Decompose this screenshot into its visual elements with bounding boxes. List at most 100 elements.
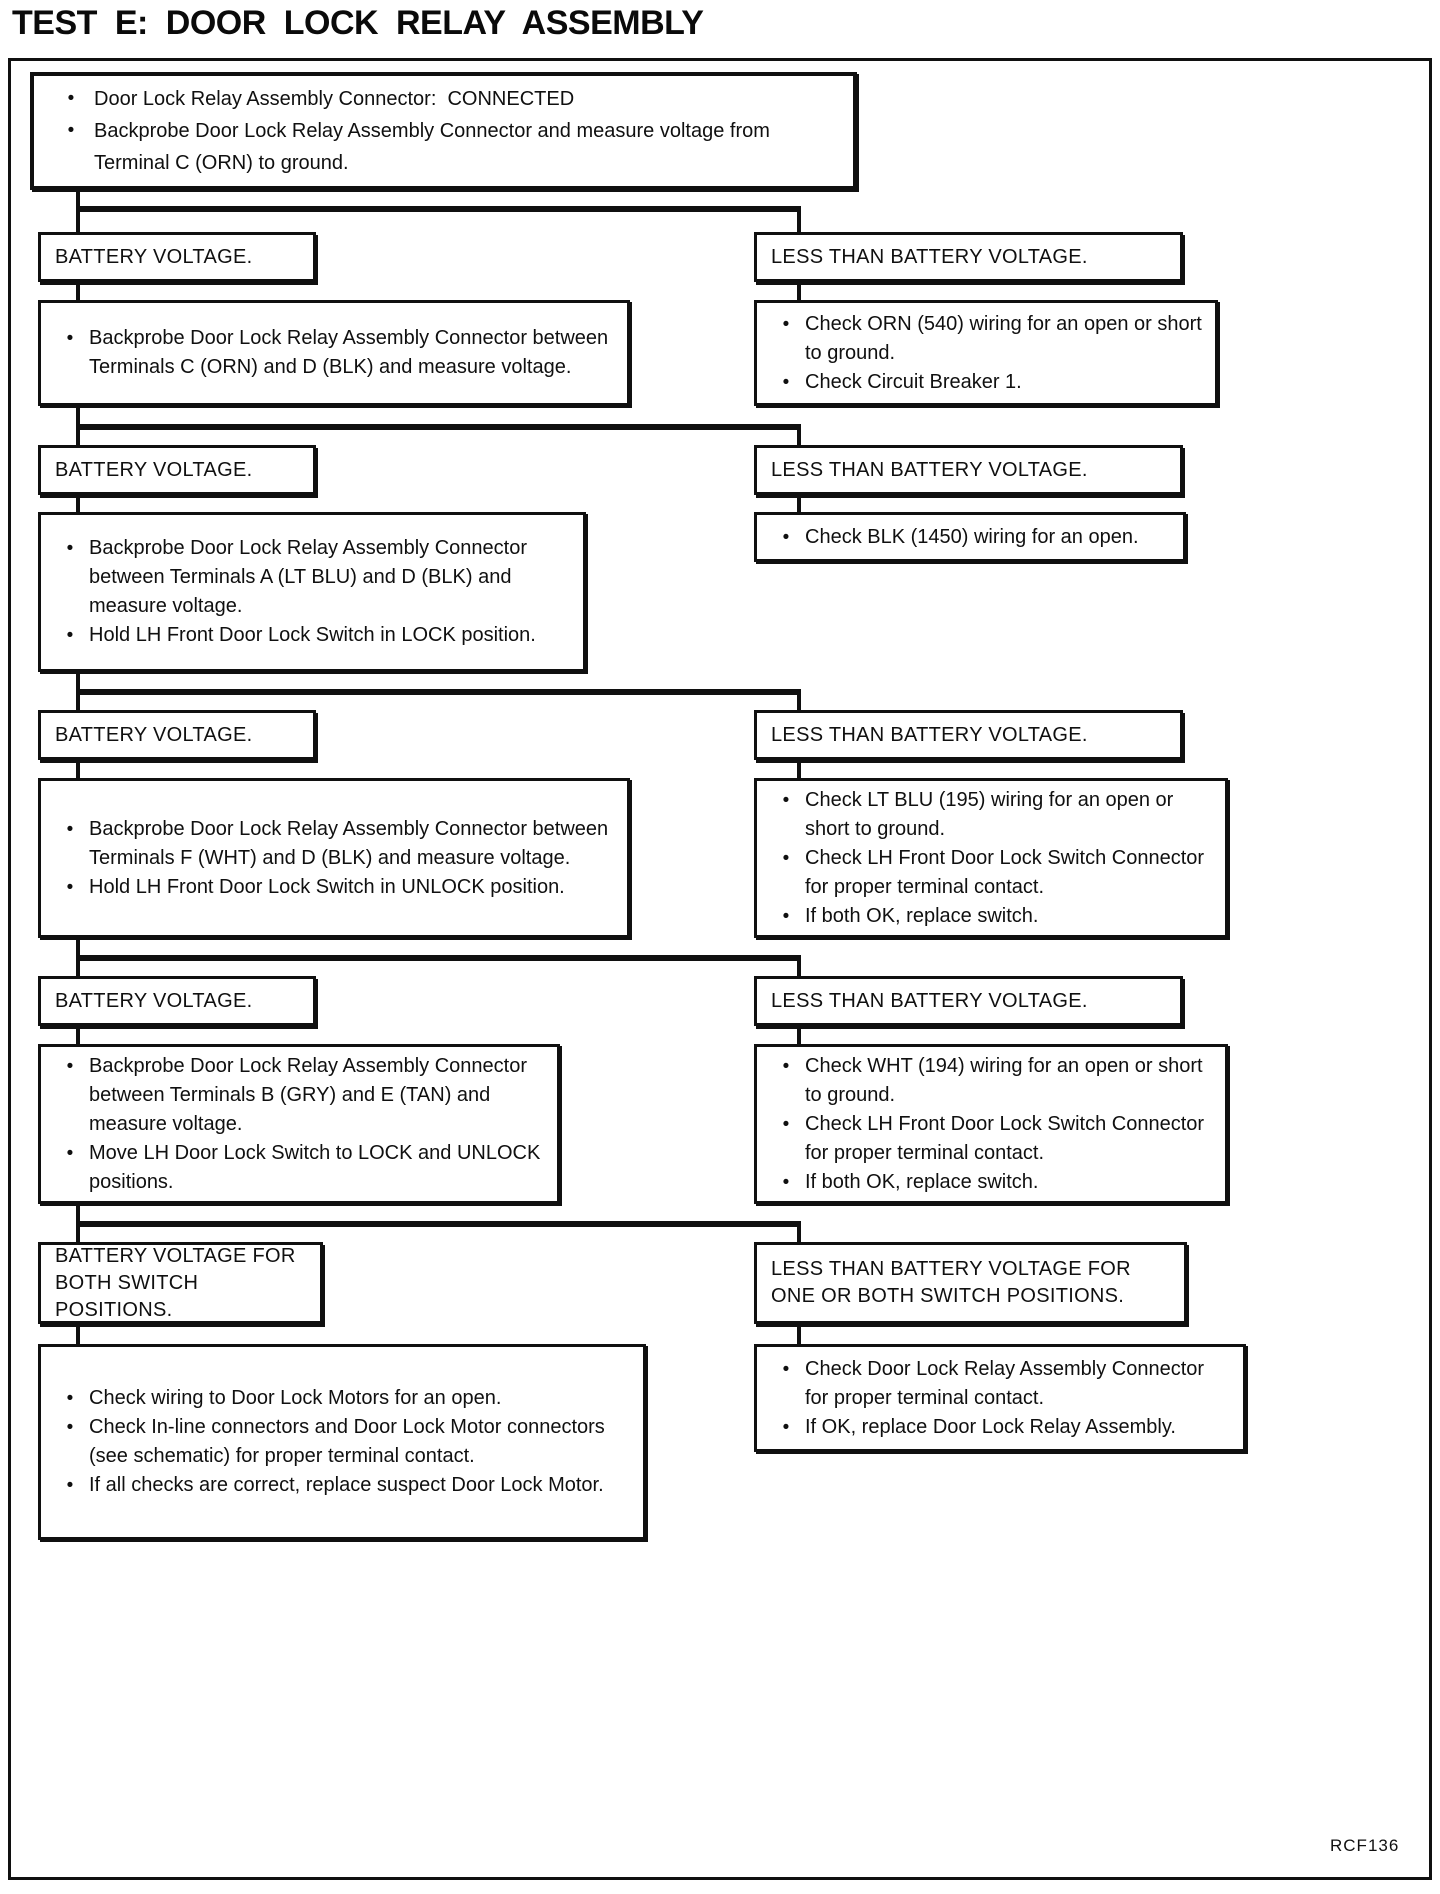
bullet-text: Check LT BLU (195) wiring for an open or… [805, 788, 1179, 840]
bullet-item: • Backprobe Door Lock Relay Assembly Conn… [51, 324, 615, 382]
bullet-item: •Check BLK (1450) wiring for an open. [767, 523, 1171, 552]
connector-line [76, 758, 80, 780]
action-bullets: • Backprobe Door Lock Relay Assembly Conn… [51, 534, 571, 650]
connector-line [797, 1024, 801, 1046]
bullet-text: Backprobe Door Lock Relay Assembly Conne… [89, 817, 614, 869]
bullet-text: Backprobe Door Lock Relay Assembly Conne… [89, 327, 614, 378]
bullet-icon: • [782, 1055, 790, 1077]
action-bullets: • Backprobe Door Lock Relay Assembly Conn… [51, 1052, 545, 1197]
bullet-text: Check ORN (540) wiring for an open or sh… [805, 312, 1208, 364]
bullet-item: • Backprobe Door Lock Relay Assembly Conn… [51, 534, 571, 621]
connector-line [76, 1221, 801, 1227]
bullet-icon: • [66, 1417, 74, 1438]
connector-line [797, 280, 801, 302]
result-label: LESS THAN BATTERY VOLTAGE FOR ONE OR BOT… [771, 1258, 1131, 1307]
bullet-text: Check Door Lock Relay Assembly Connector… [805, 1357, 1210, 1409]
result-box-battery-voltage-1: BATTERY VOLTAGE. [38, 232, 316, 282]
bullet-icon: • [782, 789, 790, 811]
connector-line [76, 280, 80, 302]
connector-line [797, 1322, 801, 1346]
result-box-less-than-battery-voltage-both-positions: LESS THAN BATTERY VOLTAGE FOR ONE OR BOT… [754, 1242, 1187, 1324]
connector-line [797, 1221, 801, 1244]
bullet-icon: • [67, 120, 75, 141]
bullet-text: Backprobe Door Lock Relay Assembly Conne… [94, 120, 776, 174]
bullet-icon: • [66, 538, 74, 559]
result-box-less-than-battery-voltage-3: LESS THAN BATTERY VOLTAGE. [754, 710, 1183, 760]
connector-line [76, 206, 801, 212]
bullet-text: Move LH Door Lock Switch to LOCK and UNL… [89, 1141, 546, 1193]
result-box-battery-voltage-2: BATTERY VOLTAGE. [38, 445, 316, 495]
connector-line [797, 206, 801, 234]
connector-line [797, 493, 801, 514]
bullet-icon: • [66, 328, 74, 349]
bullet-icon: • [66, 1388, 74, 1409]
result-label: LESS THAN BATTERY VOLTAGE. [771, 458, 1088, 481]
action-bullets: •Check BLK (1450) wiring for an open. [767, 523, 1171, 552]
bullet-text: Backprobe Door Lock Relay Assembly Conne… [89, 1054, 533, 1135]
action-box-left-3: • Backprobe Door Lock Relay Assembly Conn… [38, 778, 630, 938]
bullet-item: •Door Lock Relay Assembly Connector: CON… [48, 83, 839, 115]
result-label: LESS THAN BATTERY VOLTAGE. [771, 245, 1088, 268]
connector-line [76, 424, 801, 430]
action-box-right-4: •Check WHT (194) wiring for an open or s… [754, 1044, 1228, 1204]
bullet-text: If all checks are correct, replace suspe… [89, 1474, 604, 1496]
action-bullets: •Check wiring to Door Lock Motors for an… [51, 1384, 631, 1500]
action-bullets: • Backprobe Door Lock Relay Assembly Conn… [51, 815, 615, 902]
action-bullets: • Backprobe Door Lock Relay Assembly Conn… [51, 324, 615, 382]
connector-line [76, 955, 801, 961]
bullet-item: •Check ORN (540) wiring for an open or s… [767, 310, 1203, 368]
bullet-item: •Hold LH Front Door Lock Switch in UNLOC… [51, 873, 615, 902]
connector-line [797, 758, 801, 780]
result-box-battery-voltage-3: BATTERY VOLTAGE. [38, 710, 316, 760]
bullet-icon: • [782, 847, 790, 869]
bullet-item: • Backprobe Door Lock Relay Assembly Conn… [48, 115, 839, 179]
start-step-box: • Door Lock Relay Assembly Connector: CON… [30, 72, 857, 190]
bullet-item: •Check Circuit Breaker 1. [767, 368, 1203, 397]
bullet-icon: • [66, 1142, 74, 1164]
connector-line [76, 1322, 80, 1346]
result-box-battery-voltage-4: BATTERY VOLTAGE. [38, 976, 316, 1026]
action-box-right-5: •Check Door Lock Relay Assembly Connecto… [754, 1344, 1246, 1452]
bullet-icon: • [782, 1171, 790, 1193]
action-box-left-2: • Backprobe Door Lock Relay Assembly Conn… [38, 512, 586, 672]
bullet-text: If both OK, replace switch. [805, 904, 1039, 927]
flowchart-frame [8, 58, 1432, 1880]
bullet-text: Backprobe Door Lock Relay Assembly Conne… [89, 537, 533, 617]
bullet-text: Check LH Front Door Lock Switch Connecto… [805, 846, 1210, 898]
result-label: BATTERY VOLTAGE FOR BOTH SWITCH POSITION… [55, 1244, 296, 1321]
action-box-left-5: •Check wiring to Door Lock Motors for an… [38, 1344, 646, 1540]
result-label: LESS THAN BATTERY VOLTAGE. [771, 723, 1088, 746]
bullet-item: • Move LH Door Lock Switch to LOCK and UN… [51, 1139, 545, 1197]
connector-line [76, 493, 80, 514]
connector-line [797, 955, 801, 978]
bullet-icon: • [66, 1055, 74, 1077]
result-label: LESS THAN BATTERY VOLTAGE. [771, 989, 1088, 1012]
connector-line [76, 689, 801, 695]
bullet-item: •If both OK, replace switch. [767, 902, 1213, 931]
start-step-bullets: • Door Lock Relay Assembly Connector: CON… [48, 83, 839, 179]
action-box-left-4: • Backprobe Door Lock Relay Assembly Conn… [38, 1044, 560, 1204]
bullet-icon: • [66, 625, 74, 646]
result-box-less-than-battery-voltage-2: LESS THAN BATTERY VOLTAGE. [754, 445, 1183, 495]
bullet-text: If both OK, replace switch. [805, 1170, 1039, 1193]
connector-line [76, 1024, 80, 1046]
bullet-item: •Check Door Lock Relay Assembly Connecto… [767, 1355, 1231, 1413]
bullet-item: • Check LH Front Door Lock Switch Connect… [767, 844, 1213, 902]
bullet-icon: • [66, 818, 74, 840]
result-label: BATTERY VOLTAGE. [55, 245, 253, 268]
bullet-item: •If OK, replace Door Lock Relay Assembly… [767, 1413, 1231, 1442]
bullet-item: • If both OK, replace switch. [767, 1168, 1213, 1197]
bullet-item: • Check LT BLU (195) wiring for an open o… [767, 786, 1213, 844]
bullet-text: Door Lock Relay Assembly Connector: CONN… [94, 88, 575, 110]
bullet-item: •Hold LH Front Door Lock Switch in LOCK … [51, 621, 571, 650]
bullet-icon: • [782, 1113, 790, 1135]
bullet-item: •Check WHT (194) wiring for an open or s… [767, 1052, 1213, 1110]
bullet-item: •Check LH Front Door Lock Switch Connect… [767, 1110, 1213, 1168]
result-label: BATTERY VOLTAGE. [55, 458, 253, 481]
bullet-icon: • [66, 1475, 74, 1496]
result-label: BATTERY VOLTAGE. [55, 723, 253, 746]
action-box-left-1: • Backprobe Door Lock Relay Assembly Conn… [38, 300, 630, 406]
action-box-right-3: • Check LT BLU (195) wiring for an open o… [754, 778, 1228, 938]
action-box-right-2: •Check BLK (1450) wiring for an open. [754, 512, 1186, 562]
